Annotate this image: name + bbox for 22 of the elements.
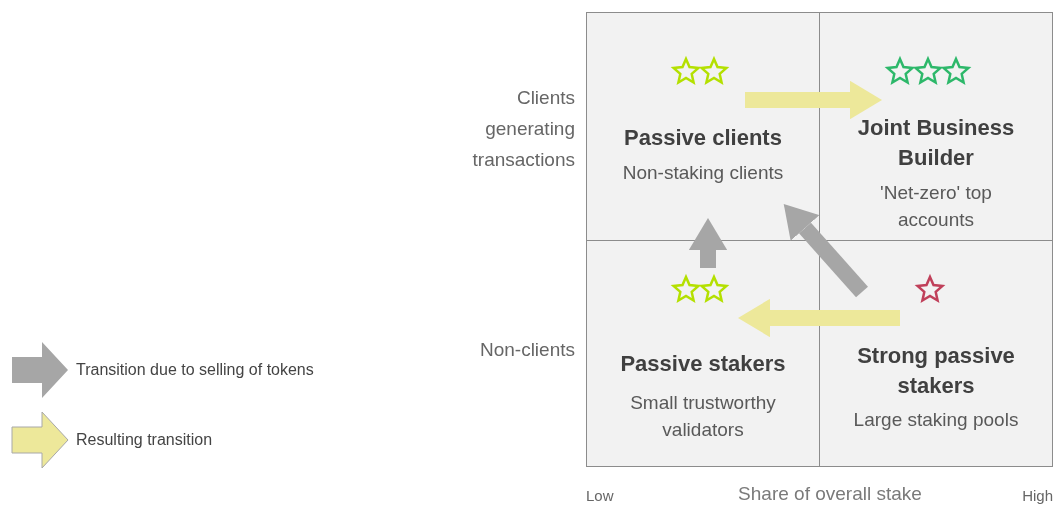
quadrant-description: Large staking pools	[852, 408, 1020, 432]
quadrant-title: Joint Business Builder	[856, 114, 1016, 172]
axis-label: Clients generating transactions	[471, 86, 575, 172]
quadrant-description: 'Net-zero' top accounts	[879, 181, 993, 232]
axis-label: Non-clients	[478, 338, 575, 362]
quadrant-box	[819, 12, 1053, 241]
quadrant-box	[586, 240, 820, 467]
legend-text: Resulting transition	[76, 430, 213, 450]
legend-text: Transition due to selling of tokens	[76, 360, 314, 380]
quadrant-description: Non-staking clients	[621, 161, 785, 185]
transition-arrow	[738, 298, 900, 338]
quadrant-title: Passive stakers	[619, 350, 787, 378]
quadrant-title: Strong passive stakers	[856, 342, 1016, 400]
axis-title: Share of overall stake	[737, 482, 923, 506]
transition-arrow	[745, 80, 882, 120]
transition-arrow	[688, 218, 728, 268]
quadrant-description: Small trustworthy validators	[629, 391, 777, 442]
quadrant-box	[819, 240, 1053, 467]
axis-label: High	[1021, 486, 1053, 506]
quadrant-title: Passive clients	[623, 124, 783, 152]
quadrant-box	[586, 12, 820, 241]
axis-label: Low	[586, 486, 615, 506]
